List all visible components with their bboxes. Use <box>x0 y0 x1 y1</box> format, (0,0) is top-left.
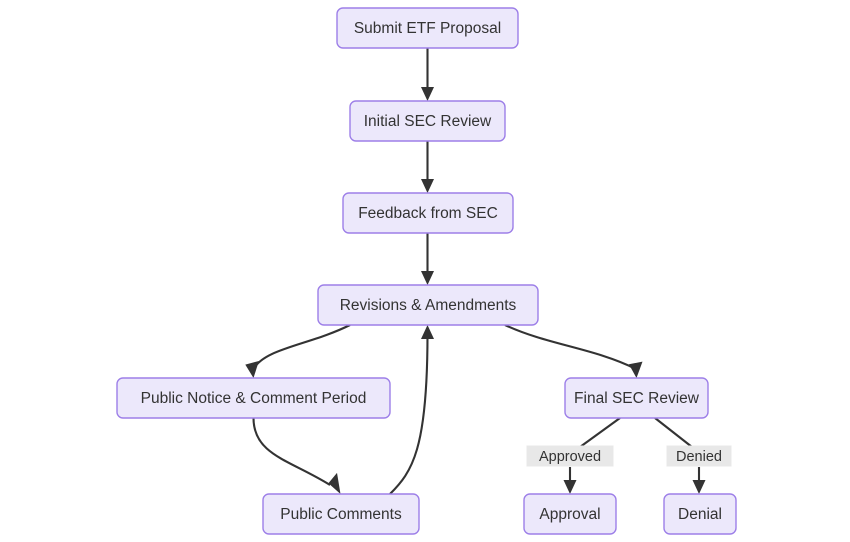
arrow-head-icon <box>245 361 259 378</box>
node-final-sec-review[interactable]: Final SEC Review <box>564 377 709 419</box>
edge-submit-to-initial <box>421 48 434 101</box>
node-box[interactable] <box>116 377 391 419</box>
arrow-head-icon <box>692 480 706 494</box>
edge-curve <box>252 417 331 486</box>
edge-layer <box>245 48 706 495</box>
node-approval[interactable]: Approval <box>523 493 617 535</box>
edge-revisions-to-final-review <box>504 324 643 378</box>
edge-public-notice-to-comments <box>252 417 341 494</box>
node-label: Final SEC Review <box>574 390 700 407</box>
node-initial-sec-review[interactable]: Initial SEC Review <box>349 100 506 142</box>
edge-label-text-denied: Denied <box>676 449 722 465</box>
node-box[interactable] <box>336 7 519 49</box>
node-label: Approval <box>539 506 600 523</box>
edge-revisions-to-public-notice <box>245 324 351 378</box>
edge-line <box>654 417 693 448</box>
node-box[interactable] <box>663 493 737 535</box>
edge-final-review-to-denial <box>654 417 706 494</box>
node-denial[interactable]: Denial <box>663 493 737 535</box>
edge-label-approved: Approved <box>526 445 614 467</box>
arrow-head-icon <box>628 361 643 378</box>
node-public-notice-comment-period[interactable]: Public Notice & Comment Period <box>116 377 391 419</box>
node-label: Revisions & Amendments <box>340 297 517 314</box>
node-label: Initial SEC Review <box>364 113 492 130</box>
edge-label-text-approved: Approved <box>539 449 601 465</box>
node-feedback-from-sec[interactable]: Feedback from SEC <box>342 192 514 234</box>
node-box[interactable] <box>523 493 617 535</box>
node-box[interactable] <box>317 284 539 326</box>
node-box[interactable] <box>564 377 709 419</box>
node-box[interactable] <box>349 100 506 142</box>
node-box[interactable] <box>342 192 514 234</box>
arrow-head-icon <box>421 87 434 101</box>
edge-label-denied: Denied <box>666 445 732 467</box>
node-label: Denial <box>678 506 722 523</box>
edge-line <box>579 417 621 448</box>
edge-curve <box>252 324 351 370</box>
arrow-head-icon <box>328 472 341 494</box>
node-public-comments[interactable]: Public Comments <box>262 493 420 535</box>
arrow-head-icon <box>421 325 434 339</box>
node-label: Feedback from SEC <box>358 205 498 222</box>
edge-label-layer: Approved Denied <box>526 445 732 467</box>
edge-comments-to-revisions <box>389 325 434 495</box>
node-revisions-and-amendments[interactable]: Revisions & Amendments <box>317 284 539 326</box>
edge-label-background <box>666 445 732 467</box>
node-label: Submit ETF Proposal <box>354 20 501 37</box>
edge-feedback-to-revisions <box>421 233 434 285</box>
arrow-head-icon <box>563 480 577 494</box>
edge-final-review-to-approval <box>563 417 621 494</box>
node-label: Public Notice & Comment Period <box>141 390 367 407</box>
edge-label-background <box>526 445 614 467</box>
node-box[interactable] <box>262 493 420 535</box>
edge-curve <box>504 324 637 370</box>
edge-curve <box>389 333 429 495</box>
node-label: Public Comments <box>280 506 402 523</box>
arrow-head-icon <box>421 271 434 285</box>
node-layer: Submit ETF Proposal Initial SEC Review F… <box>116 7 737 535</box>
arrow-head-icon <box>421 179 434 193</box>
node-submit-etf-proposal[interactable]: Submit ETF Proposal <box>336 7 519 49</box>
edge-initial-to-feedback <box>421 141 434 193</box>
